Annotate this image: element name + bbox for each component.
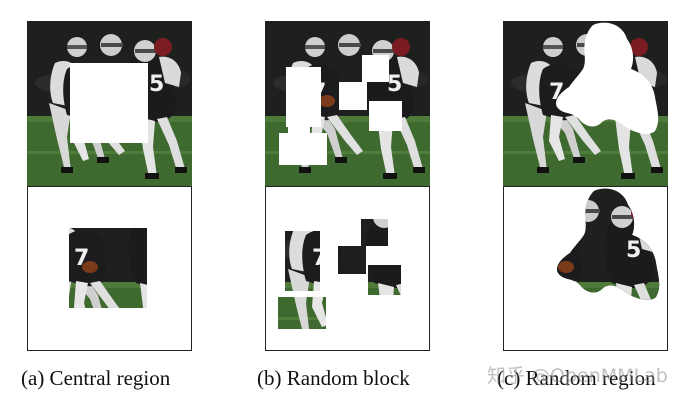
block-masks [279,55,402,165]
region-mask [556,22,659,134]
region-masked-image [503,21,668,186]
region-target [503,186,668,351]
caption-central-region: (a) Central region [21,366,171,390]
caption-random-block: (b) Random block [257,366,410,390]
block-target [265,186,430,351]
block-masked-image [265,21,430,186]
central-mask [70,63,148,143]
watermark: 知乎 @OpenMMLab [487,365,668,387]
central-target [27,186,192,351]
caption-random-region: (c) Random region [497,366,656,390]
central-masked-image [27,21,192,186]
